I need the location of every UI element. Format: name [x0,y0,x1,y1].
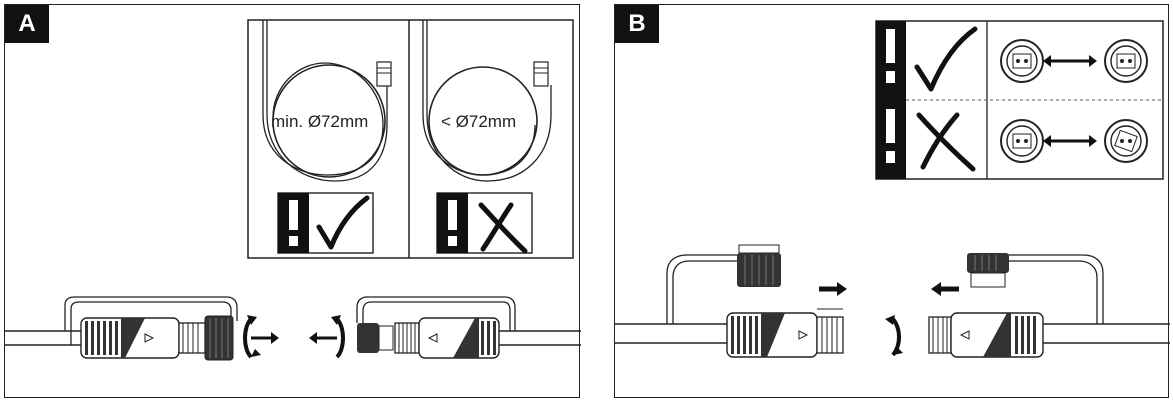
warning-icon [886,109,895,143]
socket-face-aligned [1104,39,1148,83]
double-arrow-icon [1043,55,1097,67]
connector-male-a [80,315,234,361]
rotate-lock-arrow-icon [309,315,345,359]
warning-icon [448,200,457,230]
connector-female-a [357,317,500,359]
cap-right-b [967,253,1009,288]
cable-right [356,296,581,346]
panel-a-illustration: min. Ø72mm < Ø72mm [5,19,581,361]
rotate-arrow-icon [885,315,903,357]
cable-loop-ok [262,20,392,182]
alignment-table [875,20,1164,180]
rotate-unlock-arrow-icon [243,315,279,359]
bend-ok-label: min. Ø72mm [271,112,368,131]
socket-face-misaligned [1104,119,1148,163]
push-left-arrow-icon [931,282,959,296]
connector-female-b [928,312,1044,358]
warning-icon [886,29,895,63]
panel-a: A min. Ø72mm < Ø72mm [4,4,581,398]
plug-face-misaligned [1000,119,1044,163]
connector-plug-icon [533,61,549,87]
cross-icon [478,202,528,254]
warning-icon [289,200,298,230]
cable-loop-bad [422,20,552,182]
connector-plug-icon [376,61,392,87]
panel-b-tag: B [615,5,659,43]
check-icon [914,26,978,92]
cross-icon [916,112,976,172]
check-icon [316,195,370,250]
bend-bad-label: < Ø72mm [441,112,516,131]
cable-left-b [615,254,739,344]
panel-a-tag: A [5,5,49,43]
panel-b-illustration [615,20,1170,358]
double-arrow-icon [1043,135,1097,147]
push-right-arrow-icon [819,282,847,296]
cross-symbol-box [436,192,533,254]
panel-b: B [614,4,1170,398]
bend-radius-box [247,19,574,259]
connector-male-b [726,308,844,358]
cap-left-b [737,244,781,287]
plug-face-aligned [1000,39,1044,83]
cable-right-b [1007,254,1170,344]
check-symbol-box [277,192,374,254]
cable-left [5,296,238,346]
